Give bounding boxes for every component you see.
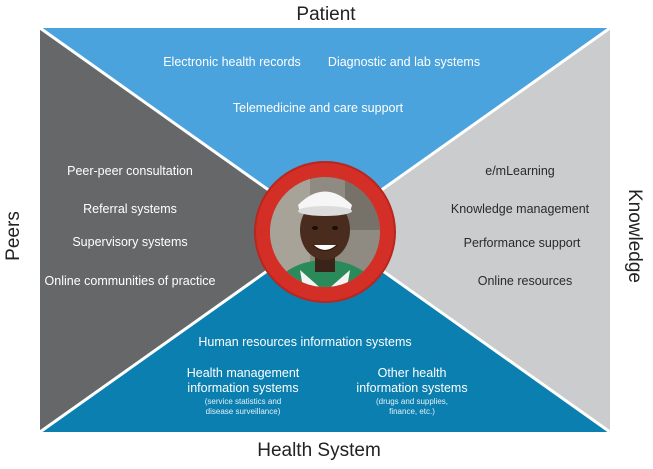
peers-item: Online communities of practice [44,274,216,288]
patient-item: Electronic health records [163,55,301,69]
health-system-item: information systems [187,381,299,395]
label-peers: Peers [3,211,24,261]
label-knowledge: Knowledge [624,188,645,284]
peers-item: Referral systems [83,202,177,216]
peers-item: Peer-peer consultation [67,164,193,178]
label-patient: Patient [296,4,356,25]
health-system-note: (drugs and supplies, [375,397,449,406]
health-system-item: information systems [356,381,468,395]
health-system-quadrant [40,228,610,432]
peers-quadrant [40,28,325,432]
knowledge-item: Online resources [477,274,573,288]
knowledge-item: Knowledge management [450,202,590,216]
health-system-item: Human resources information systems [198,335,412,349]
patient-quadrant [40,28,610,228]
label-health-system: Health System [257,440,381,461]
knowledge-item: e/mLearning [485,164,555,178]
health-system-item: Other health [377,366,447,380]
center-photo [254,161,396,303]
health-system-note: (service statistics and [204,397,282,406]
health-system-item: Health management [186,366,300,380]
peers-item: Supervisory systems [72,235,188,249]
patient-item: Telemedicine and care support [232,101,404,115]
patient-item: Diagnostic and lab systems [327,55,481,69]
health-system-note: finance, etc.) [389,407,435,416]
knowledge-item: Performance support [463,236,581,250]
health-system-note: disease surveillance) [205,407,281,416]
knowledge-quadrant [325,28,610,432]
